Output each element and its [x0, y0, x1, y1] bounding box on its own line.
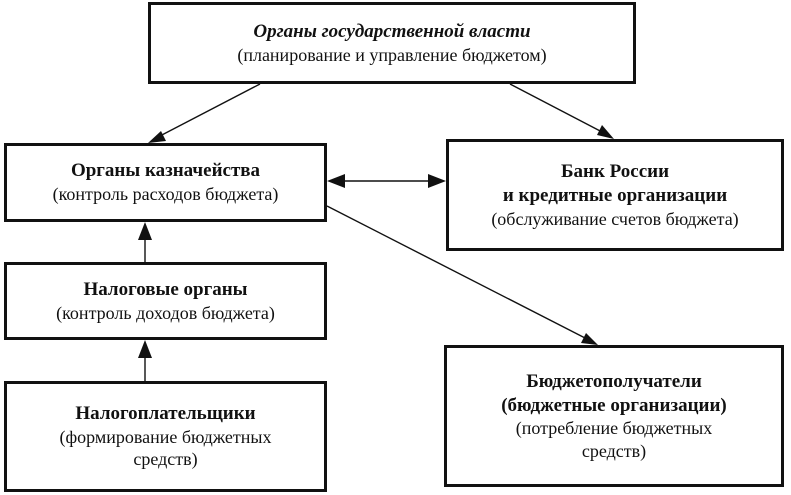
node-recipients-desc-line2: средств)	[581, 440, 647, 461]
node-recipients-title-line2: (бюджетные организации)	[501, 394, 727, 416]
node-tax-authorities: Налоговые органы (контроль доходов бюдже…	[4, 262, 327, 340]
node-bank-title-line2: и кредитные организации	[502, 184, 728, 206]
node-treasury: Органы казначейства (контроль расходов б…	[4, 143, 327, 222]
node-budget-recipients: Бюджетополучатели (бюджетные организации…	[444, 345, 784, 487]
node-treasury-title: Органы казначейства	[70, 160, 261, 182]
arrowhead-tax-from-taxpayers	[138, 340, 152, 358]
node-taxpayers-title: Налогоплательщики	[75, 403, 256, 425]
node-government-authorities-title: Органы государственной власти	[253, 20, 531, 42]
node-taxpayers-desc-line2: средств)	[133, 449, 198, 470]
node-bank-desc: (обслуживание счетов бюджета)	[491, 208, 739, 229]
node-treasury-desc: (контроль расходов бюджета)	[52, 184, 279, 205]
node-government-authorities-desc: (планирование и управление бюджетом)	[237, 44, 547, 65]
node-bank-of-russia: Банк России и кредитные организации (обс…	[446, 139, 784, 251]
arrow-gov-to-bank	[509, 83, 605, 134]
node-tax-desc: (контроль доходов бюджета)	[56, 302, 275, 323]
arrowhead-bank-from-gov	[597, 125, 614, 139]
node-government-authorities: Органы государственной власти (планирова…	[148, 2, 636, 84]
node-bank-title-line1: Банк России	[560, 161, 670, 182]
arrowhead-bank-from-treasury	[428, 174, 446, 188]
arrowhead-recipients-from-treasury	[581, 333, 598, 345]
arrowhead-treasury-from-tax	[138, 222, 152, 240]
arrowhead-treasury-from-gov	[148, 131, 166, 143]
node-taxpayers: Налогоплательщики (формирование бюджетны…	[4, 381, 327, 492]
node-recipients-desc-line1: (потребление бюджетных	[515, 418, 713, 439]
node-taxpayers-desc-line1: (формирование бюджетных	[59, 426, 272, 447]
arrow-treasury-to-recipients	[326, 205, 588, 340]
arrow-gov-to-treasury	[157, 83, 261, 138]
node-tax-title: Налоговые органы	[83, 278, 248, 300]
node-recipients-title-line1: Бюджетополучатели	[526, 370, 702, 392]
arrowhead-treasury-from-bank	[327, 174, 345, 188]
